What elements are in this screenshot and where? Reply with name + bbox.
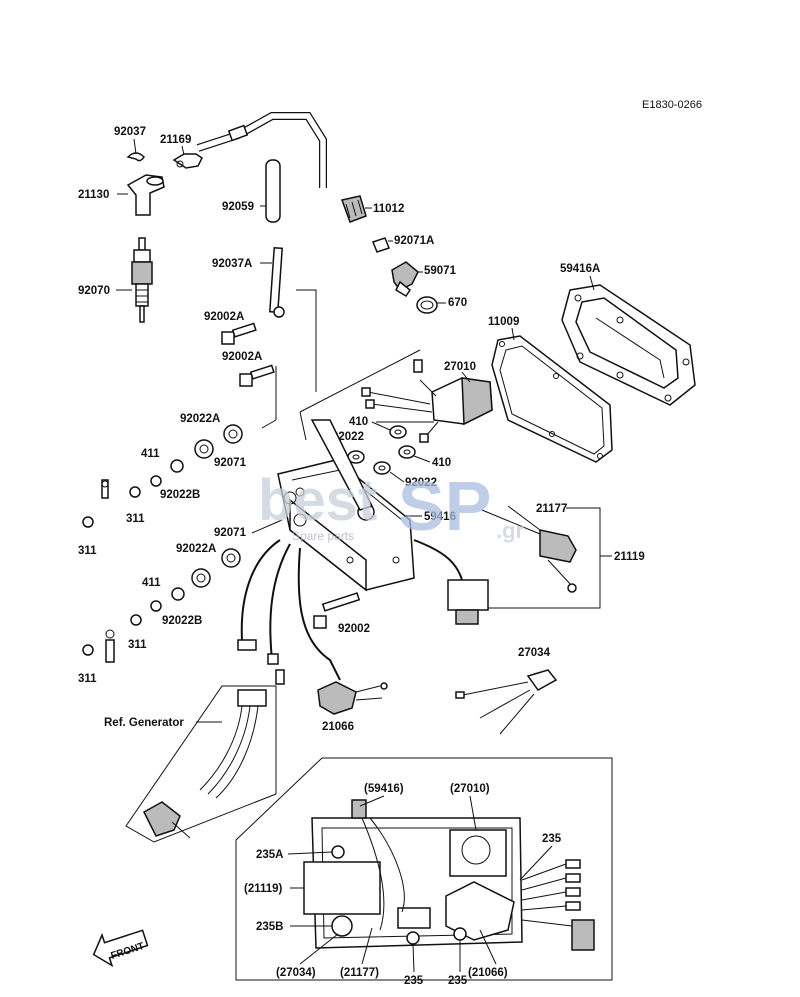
- label-27034: 27034: [518, 647, 551, 659]
- terminal-21169: [172, 153, 203, 169]
- grommet-92022A-b: [191, 568, 211, 588]
- regulator-27010: [361, 359, 493, 443]
- electric-case-59416: [277, 419, 415, 592]
- label-ref-generator: Ref. Generator: [104, 717, 184, 729]
- watermark-tagline: Spare parts: [292, 529, 354, 543]
- cover-59416A: [561, 284, 696, 406]
- inset-assembly-view: [235, 757, 613, 981]
- inset-label-21177: (21177): [340, 967, 379, 979]
- label-92071-b: 92071: [214, 527, 247, 539]
- grommet-92071A: [372, 237, 390, 253]
- inset-label-21066: (21066): [468, 967, 508, 979]
- terminal-a: [101, 479, 109, 499]
- label-92071-a: 92071: [214, 457, 247, 469]
- label-27010: 27010: [444, 361, 476, 373]
- watermark-brand-b: SP: [398, 467, 491, 545]
- ht-lead: [196, 112, 327, 188]
- clip-92037: [126, 152, 145, 162]
- gasket-11009: [491, 335, 613, 463]
- inset-label-21119: (21119): [244, 883, 283, 895]
- label-21130: 21130: [78, 189, 109, 201]
- washer-92022-b: [373, 461, 391, 475]
- label-311-a: 311: [126, 513, 145, 525]
- relay-21066: [317, 681, 388, 715]
- label-21169: 21169: [160, 134, 191, 146]
- watermark-logo: best SP .gr Spare parts: [258, 467, 525, 545]
- inset-label-235-a: 235: [542, 833, 562, 845]
- label-92002A-a: 92002A: [204, 311, 244, 323]
- label-11012: 11012: [373, 203, 404, 215]
- nut-311-a: [129, 486, 141, 498]
- label-92059: 92059: [222, 201, 254, 213]
- spark-plug-92070: [131, 237, 153, 323]
- watermark-tld: .gr: [496, 518, 525, 543]
- inset-label-235-c: 235: [448, 975, 468, 987]
- label-311-b: 311: [78, 545, 97, 557]
- inset-label-27034: (27034): [276, 967, 316, 979]
- label-21177: 21177: [536, 503, 567, 515]
- washer-411-a: [150, 475, 162, 487]
- washer-92022B-a: [170, 459, 184, 473]
- o-ring-670: [416, 296, 438, 314]
- bolt-92002A-a: [221, 322, 257, 345]
- label-92037: 92037: [114, 126, 146, 138]
- label-21119: 21119: [614, 551, 645, 563]
- washer-92022B-b: [171, 587, 185, 601]
- washer-410-b: [398, 445, 416, 459]
- inset-label-235B: 235B: [256, 921, 284, 933]
- label-411-a: 411: [141, 448, 160, 460]
- cap-11012: [341, 195, 367, 223]
- inset-label-27010: (27010): [450, 783, 490, 795]
- label-411-b: 411: [142, 577, 161, 589]
- label-92022-b: 92022: [405, 477, 437, 489]
- washer-411-b: [150, 600, 162, 612]
- coil-21177: [481, 505, 577, 593]
- bolt-92002: [313, 592, 361, 629]
- terminal-b: [105, 629, 115, 663]
- washer-410-a: [389, 425, 407, 439]
- front-arrow-icon: [92, 929, 149, 968]
- bolt-92002A-b: [239, 364, 275, 387]
- label-11009: 11009: [488, 316, 519, 328]
- stay-92037A: [268, 246, 285, 318]
- plug-cap-21130: [126, 174, 165, 216]
- label-410-b: 410: [432, 457, 451, 469]
- label-670: 670: [448, 297, 467, 309]
- label-92070: 92070: [78, 285, 110, 297]
- label-92022A-b: 92022A: [176, 543, 216, 555]
- inset-label-59416: (59416): [364, 783, 404, 795]
- switch-59071: [391, 261, 419, 298]
- label-92022A-a: 92022A: [180, 413, 220, 425]
- sensor-27034: [455, 669, 558, 735]
- label-92071A: 92071A: [394, 235, 434, 247]
- grommet-92022A-a: [194, 439, 214, 459]
- generator-ref-box: [125, 685, 277, 843]
- grommet-92071-b: [221, 548, 241, 568]
- inset-label-235-b: 235: [404, 975, 424, 987]
- label-59416: 59416: [424, 511, 456, 523]
- label-410-a: 410: [349, 416, 368, 428]
- label-92022B-a: 92022B: [160, 489, 200, 501]
- ignition-coil: [413, 539, 489, 625]
- label-21066: 21066: [322, 721, 354, 733]
- tube-92059: [265, 159, 281, 223]
- label-92022B-b: 92022B: [162, 615, 202, 627]
- nut-311-d: [82, 644, 94, 656]
- nut-311-b: [82, 516, 94, 528]
- diagram-code: E1830-0266: [642, 99, 702, 111]
- inset-label-235A: 235A: [256, 849, 284, 861]
- label-59416A: 59416A: [560, 263, 600, 275]
- label-92002: 92002: [338, 623, 370, 635]
- label-92037A: 92037A: [212, 258, 252, 270]
- watermark-brand-a: best: [258, 468, 377, 533]
- label-311-d: 311: [78, 673, 97, 685]
- bracket-21119: [488, 507, 601, 609]
- label-92002A-b: 92002A: [222, 351, 262, 363]
- nut-311-c: [130, 614, 142, 626]
- grommet-92071-a: [223, 424, 243, 444]
- label-311-c: 311: [128, 639, 147, 651]
- label-59071: 59071: [424, 265, 457, 277]
